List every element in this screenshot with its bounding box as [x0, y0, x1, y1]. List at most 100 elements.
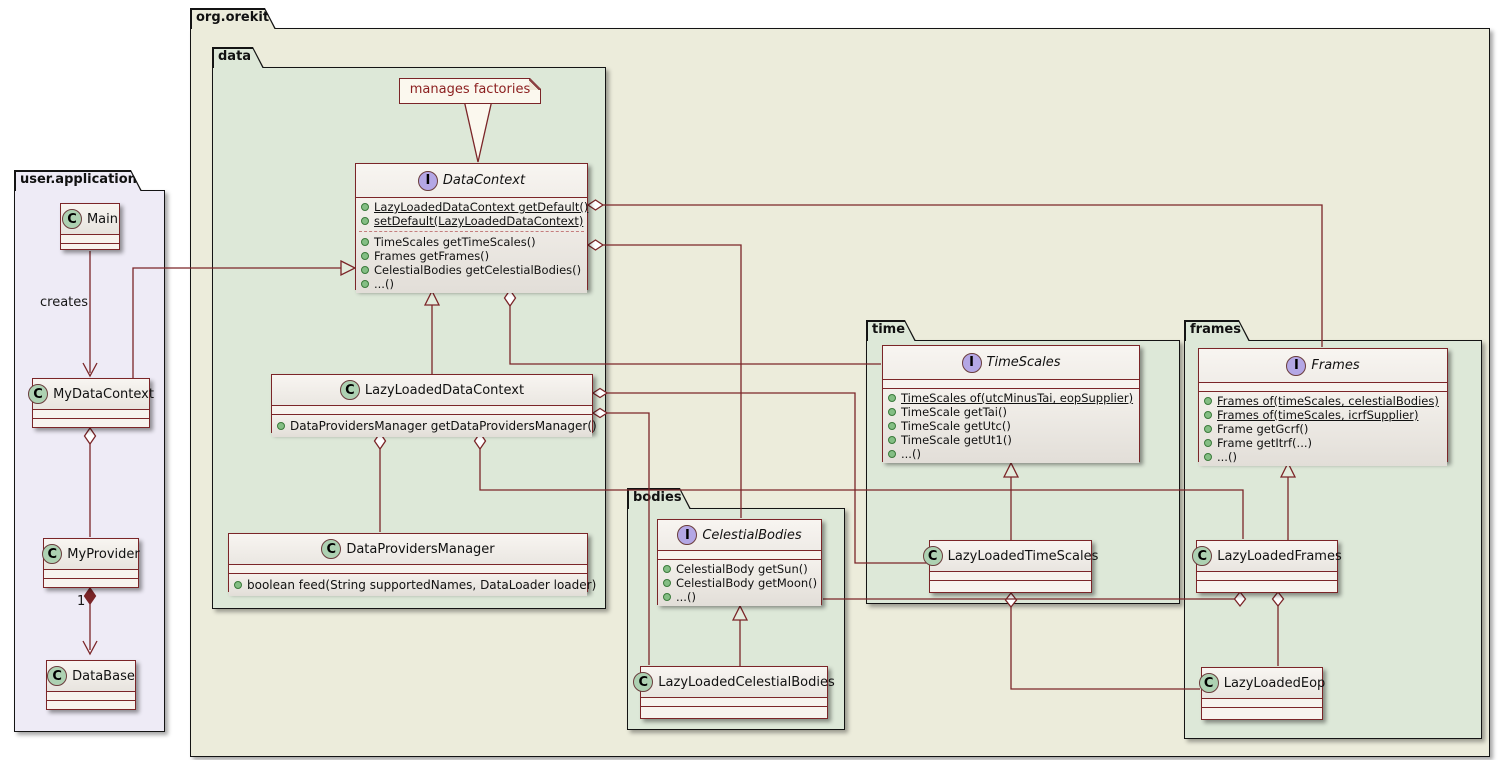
method-row: DataProvidersManager getDataProvidersMan… — [272, 417, 597, 435]
package-tab-frames: frames — [1184, 320, 1250, 341]
aggregation-diamond — [586, 199, 605, 211]
class-name: DataBase — [72, 668, 135, 684]
interface-icon: I — [961, 352, 982, 373]
interface-icon: I — [677, 525, 698, 545]
class-icon: C — [633, 672, 654, 692]
method-row: ...() — [1199, 450, 1447, 464]
note-fold-corner-icon — [529, 79, 540, 90]
aggregation-diamond — [1233, 590, 1247, 608]
interface-box-frames: I Frames Frames of(timeScales, celestial… — [1198, 348, 1448, 466]
method-row: TimeScales of(utcMinusTai, eopSupplier) — [883, 391, 1139, 405]
class-icon: C — [1192, 546, 1213, 566]
method-row: ...() — [658, 590, 821, 604]
method-row: boolean feed(String supportedNames, Data… — [229, 576, 596, 594]
class-icon: C — [922, 546, 943, 566]
method-row: Frames getFrames() — [356, 249, 587, 263]
generalization-triangle — [1279, 461, 1297, 478]
note-pointer — [463, 99, 493, 163]
method-row: CelestialBody getMoon() — [658, 576, 821, 590]
method-row: TimeScale getUt1() — [883, 433, 1139, 447]
class-icon: C — [42, 544, 63, 564]
public-method-icon — [888, 436, 896, 444]
method-row: Frames of(timeScales, celestialBodies) — [1199, 394, 1447, 408]
class-box-mydatacontext: C MyDataContext — [28, 378, 154, 428]
interface-name: TimeScales — [986, 355, 1061, 370]
note-manages-factories: manages factories — [399, 78, 541, 104]
interface-box-celestialbodies: I CelestialBodies CelestialBody getSun()… — [657, 519, 822, 606]
edge-label-multiplicity-1: 1 — [77, 594, 86, 609]
method-row: TimeScale getTai() — [883, 405, 1139, 419]
class-box-lazyloadedcelestialbodies: C LazyLoadedCelestialBodies — [633, 666, 835, 719]
edge-label-creates: creates — [40, 295, 89, 310]
class-icon: C — [47, 666, 68, 686]
public-method-icon — [1204, 397, 1212, 405]
generalization-triangle — [340, 259, 357, 277]
public-method-icon — [361, 238, 369, 246]
class-name: LazyLoadedFrames — [1217, 548, 1342, 564]
package-tab-bodies: bodies — [627, 488, 691, 509]
interface-box-timescales: I TimeScales TimeScales of(utcMinusTai, … — [882, 345, 1140, 463]
public-method-icon — [663, 579, 671, 587]
package-tab-data: data — [212, 47, 264, 68]
public-method-icon — [888, 450, 896, 458]
class-name: MyDataContext — [53, 386, 154, 402]
interface-box-datacontext: I DataContext LazyLoadedDataContext getD… — [355, 163, 588, 293]
edge-lazyloadeddatacontext-lazyloadedframes — [479, 449, 1244, 539]
edge-lazyloadedtimescales-lazyloadedeop — [1010, 607, 1200, 690]
package-data — [212, 67, 606, 609]
class-icon: C — [28, 384, 49, 404]
aggregation-diamond — [591, 407, 609, 419]
edge-mydatacontext-extends-datacontext — [132, 267, 341, 378]
composition-diamond — [83, 586, 97, 606]
interface-name: DataContext — [442, 173, 526, 188]
class-name: Main — [86, 211, 119, 227]
public-method-icon — [888, 394, 896, 402]
package-tab-org-orekit: org.orekit — [190, 8, 276, 29]
interface-name: Frames — [1311, 358, 1360, 373]
arrowhead-open — [82, 362, 98, 378]
aggregation-diamond — [591, 387, 609, 399]
package-tab-user-application: user.application — [14, 170, 142, 191]
package-label: user.application — [20, 172, 137, 187]
class-name: LazyLoadedEop — [1223, 675, 1326, 691]
package-label: data — [218, 49, 252, 64]
class-box-lazyloadeddatacontext: C LazyLoadedDataContext DataProvidersMan… — [271, 374, 597, 437]
generalization-triangle — [1002, 461, 1020, 478]
class-box-lazyloadedeop: C LazyLoadedEop — [1198, 667, 1326, 720]
note-text: manages factories — [409, 82, 531, 97]
class-box-database: C DataBase — [46, 660, 136, 710]
static-separator — [359, 231, 584, 232]
method-row: TimeScale getUtc() — [883, 419, 1139, 433]
interface-icon: I — [417, 170, 438, 191]
edge-datacontext-timescales — [509, 306, 881, 365]
edge-datacontext-celestialbodies — [603, 244, 742, 518]
public-method-icon — [361, 266, 369, 274]
public-method-icon — [888, 408, 896, 416]
class-box-dataprovidersmanager: C DataProvidersManager boolean feed(Stri… — [228, 533, 596, 596]
class-box-main: C Main — [60, 203, 120, 250]
class-name: DataProvidersManager — [346, 541, 495, 557]
public-method-icon — [277, 422, 285, 430]
arrowhead-open — [82, 640, 98, 656]
aggregation-diamond — [1004, 591, 1018, 609]
public-method-icon — [663, 593, 671, 601]
class-box-lazyloadedtimescales: C LazyLoadedTimeScales — [922, 540, 1098, 593]
aggregation-diamond — [586, 239, 605, 251]
method-row: setDefault(LazyLoadedDataContext) — [356, 214, 587, 228]
public-method-icon — [1204, 411, 1212, 419]
method-row: ...() — [356, 277, 587, 291]
method-row: LazyLoadedDataContext getDefault() — [356, 200, 588, 214]
package-label: time — [872, 322, 906, 337]
package-label: bodies — [633, 490, 682, 505]
class-icon: C — [61, 209, 82, 229]
class-icon: C — [321, 539, 342, 559]
package-label: org.orekit — [196, 10, 270, 25]
method-row: TimeScales getTimeScales() — [356, 235, 587, 249]
class-name: LazyLoadedTimeScales — [947, 548, 1099, 564]
public-method-icon — [361, 217, 369, 225]
class-box-myprovider: C MyProvider — [42, 538, 140, 588]
interface-icon: I — [1286, 355, 1307, 376]
generalization-triangle — [423, 289, 441, 306]
public-method-icon — [361, 203, 369, 211]
